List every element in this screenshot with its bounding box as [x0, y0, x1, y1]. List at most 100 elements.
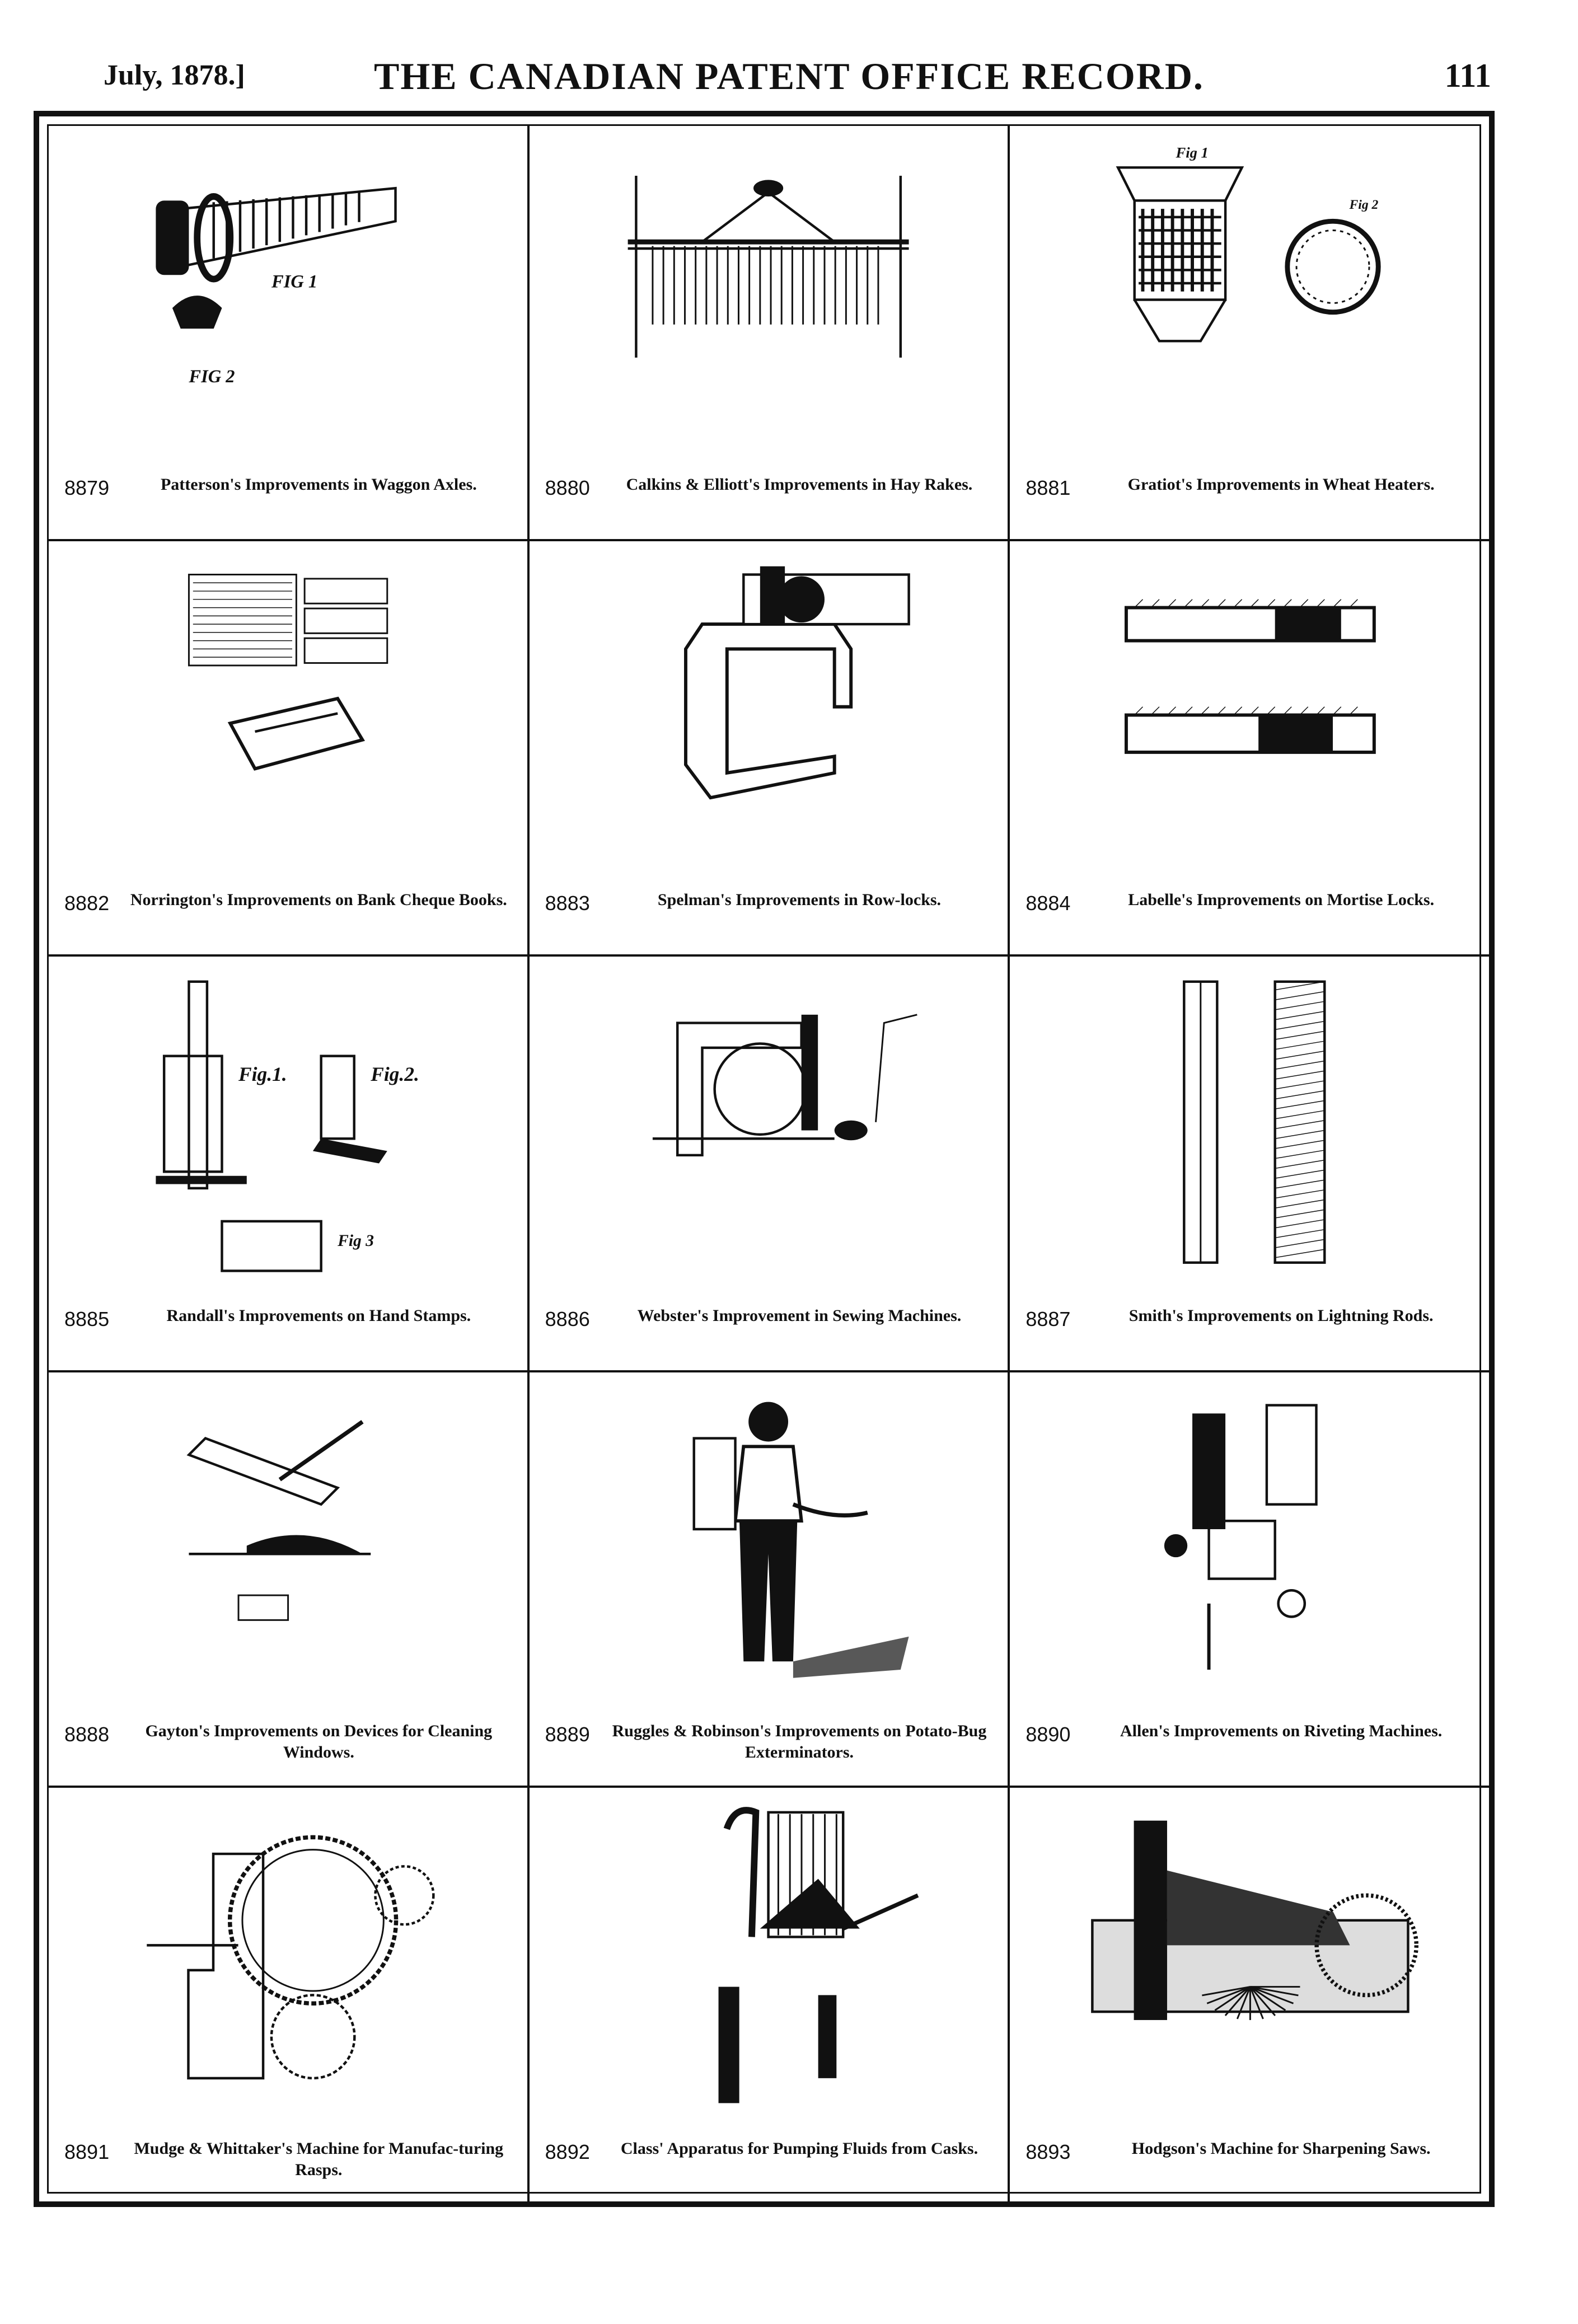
- patent-caption: 8889 Ruggles & Robinson's Improvements on…: [530, 1715, 1008, 1777]
- patent-illustration: [1034, 973, 1467, 1279]
- patent-caption: 8879 Patterson's Improvements in Waggon A…: [49, 468, 527, 530]
- patent-illustration: [553, 1804, 984, 2111]
- patent-title: Mudge & Whittaker's Machine for Manufac-…: [134, 2139, 504, 2179]
- patent-illustration: [1034, 1804, 1467, 2111]
- patent-caption: 8886 Webster's Improvement in Sewing Mach…: [530, 1300, 1008, 1361]
- figure-label-fig1: Fig 1: [1176, 144, 1209, 161]
- patent-title: Calkins & Elliott's Improvements in Hay …: [626, 475, 973, 494]
- patent-illustration: [73, 558, 503, 864]
- patent-caption: 8884 Labelle's Improvements on Mortise Lo…: [1010, 884, 1491, 945]
- patent-cell-8880: 8880 Calkins & Elliott's Improvements in …: [529, 126, 1010, 542]
- patent-drawing: [628, 175, 909, 358]
- patent-drawing: [1164, 1404, 1318, 1670]
- patent-number: 8888: [64, 1722, 110, 1746]
- figure-label-fig2: FIG 2: [188, 367, 235, 387]
- patent-drawing: [692, 1402, 909, 1678]
- patent-title: Smith's Improvements on Lightning Rods.: [1129, 1306, 1434, 1325]
- figure-label-fig1: FIG 1: [271, 271, 317, 292]
- patent-illustration: [553, 143, 984, 448]
- patent-cell-8891: 8891 Mudge & Whittaker's Machine for Manu…: [49, 1787, 530, 2203]
- patent-cell-8889: 8889 Ruggles & Robinson's Improvements on…: [529, 1372, 1010, 1788]
- figure-label-fig2: Fig.2.: [370, 1063, 419, 1085]
- page-header: July, 1878.] THE CANADIAN PATENT OFFICE …: [0, 55, 1578, 109]
- patent-drawing: [1091, 1821, 1419, 2021]
- patent-number: 8881: [1026, 476, 1071, 500]
- patent-grid: FIG 1 FIG 2 8879 Patterson's Improvements i…: [49, 126, 1491, 2203]
- patent-illustration: [73, 1804, 503, 2111]
- patent-caption: 8885 Randall's Improvements on Hand Stamp…: [49, 1300, 527, 1361]
- patent-drawing: Fig.1. Fig.2. Fig 3: [156, 980, 419, 1272]
- patent-illustration: [553, 558, 984, 864]
- patent-title: Randall's Improvements on Hand Stamps.: [166, 1306, 471, 1325]
- patent-cell-8890: 8890 Allen's Improvements on Riveting Mac…: [1010, 1372, 1491, 1788]
- patent-caption: 8883 Spelman's Improvements in Row-locks.: [530, 884, 1008, 945]
- patent-title: Allen's Improvements on Riveting Machine…: [1120, 1721, 1443, 1740]
- patent-cell-8892: 8892 Class' Apparatus for Pumping Fluids …: [530, 1787, 1010, 2203]
- patent-cell-8882: 8882 Norrington's Improvements on Bank Ch…: [49, 541, 530, 957]
- issue-date: July, 1878.]: [104, 59, 245, 91]
- patent-title: Patterson's Improvements in Waggon Axles…: [160, 475, 477, 494]
- figure-label-fig2: Fig 2: [1349, 198, 1379, 212]
- patent-caption: 8880 Calkins & Elliott's Improvements in …: [530, 468, 1008, 530]
- patent-number: 8885: [64, 1307, 110, 1330]
- patent-drawing: FIG 1 FIG 2: [156, 186, 397, 387]
- patent-number: 8883: [545, 892, 590, 915]
- patent-number: 8880: [545, 476, 590, 500]
- patent-caption: 8891 Mudge & Whittaker's Machine for Manu…: [49, 2133, 527, 2194]
- patent-illustration: Fig 1 Fig 2: [1034, 143, 1467, 448]
- patent-illustration: [553, 1389, 984, 1694]
- patent-cell-8884: 8884 Labelle's Improvements on Mortise Lo…: [1010, 541, 1491, 957]
- patent-drawing: [188, 573, 388, 771]
- patent-number: 8887: [1026, 1307, 1071, 1330]
- patent-drawing: [718, 1807, 919, 2103]
- patent-title: Webster's Improvement in Sewing Machines…: [637, 1306, 962, 1325]
- patent-title: Class' Apparatus for Pumping Fluids from…: [620, 2139, 978, 2158]
- patent-title: Labelle's Improvements on Mortise Locks.: [1128, 891, 1435, 910]
- patent-illustration: [1034, 1389, 1467, 1694]
- patent-drawing: Fig 1 Fig 2: [1116, 144, 1381, 343]
- patent-drawing: [186, 1420, 371, 1621]
- patent-number: 8884: [1026, 892, 1071, 915]
- patent-caption: 8882 Norrington's Improvements on Bank Ch…: [49, 884, 527, 945]
- patent-drawing: [653, 1014, 918, 1156]
- patent-cell-8886: 8886 Webster's Improvement in Sewing Mach…: [529, 957, 1010, 1372]
- patent-number: 8892: [545, 2140, 590, 2163]
- patent-number: 8891: [64, 2140, 110, 2163]
- plate-inner-border: FIG 1 FIG 2 8879 Patterson's Improvements i…: [47, 124, 1491, 2203]
- patent-caption: 8881 Gratiot's Improvements in Wheat Heat…: [1010, 468, 1491, 530]
- patent-caption: 8892 Class' Apparatus for Pumping Fluids …: [530, 2133, 1008, 2194]
- patent-number: 8879: [64, 476, 110, 500]
- patent-title: Ruggles & Robinson's Improvements on Pot…: [612, 1721, 987, 1761]
- page-number: 111: [1444, 57, 1491, 94]
- patent-number: 8889: [545, 1722, 590, 1746]
- patent-number: 8893: [1026, 2140, 1071, 2163]
- patent-illustration: Fig.1. Fig.2. Fig 3: [73, 973, 503, 1279]
- patent-drawing: [146, 1835, 435, 2080]
- patent-title: Gratiot's Improvements in Wheat Heaters.: [1127, 475, 1435, 494]
- patent-illustration: [553, 973, 984, 1279]
- publication-title: THE CANADIAN PATENT OFFICE RECORD.: [374, 55, 1204, 97]
- figure-label-fig3: Fig 3: [337, 1232, 374, 1250]
- patent-number: 8882: [64, 892, 110, 915]
- patent-caption: 8887 Smith's Improvements on Lightning Ro…: [1010, 1300, 1491, 1361]
- patent-cell-8887: 8887 Smith's Improvements on Lightning Ro…: [1010, 957, 1491, 1372]
- patent-number: 8890: [1026, 1722, 1071, 1746]
- patent-cell-8881: Fig 1 Fig 2 8881 Gratiot's Improvements in …: [1010, 126, 1491, 542]
- patent-cell-8883: 8883 Spelman's Improvements in Row-locks.: [529, 541, 1010, 957]
- patent-title: Norrington's Improvements on Bank Cheque…: [130, 891, 507, 910]
- patent-number: 8886: [545, 1307, 590, 1330]
- patent-cell-8885: Fig.1. Fig.2. Fig 3 8885 Randall's Improveme…: [49, 957, 530, 1372]
- patent-cell-8879: FIG 1 FIG 2 8879 Patterson's Improvements i…: [49, 126, 530, 542]
- patent-title: Spelman's Improvements in Row-locks.: [657, 891, 942, 910]
- patent-caption: 8893 Hodgson's Machine for Sharpening Saw…: [1010, 2133, 1491, 2194]
- patent-illustration: [1034, 558, 1467, 864]
- patent-drawing: [684, 566, 911, 800]
- patent-illustration: FIG 1 FIG 2: [73, 143, 503, 448]
- figure-label-fig1: Fig.1.: [238, 1063, 287, 1085]
- patent-title: Gayton's Improvements on Devices for Cle…: [145, 1721, 493, 1761]
- patent-cell-8888: 8888 Gayton's Improvements on Devices for…: [49, 1372, 530, 1788]
- patent-caption: 8888 Gayton's Improvements on Devices for…: [49, 1715, 527, 1777]
- patent-caption: 8890 Allen's Improvements on Riveting Mac…: [1010, 1715, 1491, 1777]
- patent-title: Hodgson's Machine for Sharpening Saws.: [1131, 2139, 1431, 2158]
- patent-drawing: [1183, 980, 1326, 1264]
